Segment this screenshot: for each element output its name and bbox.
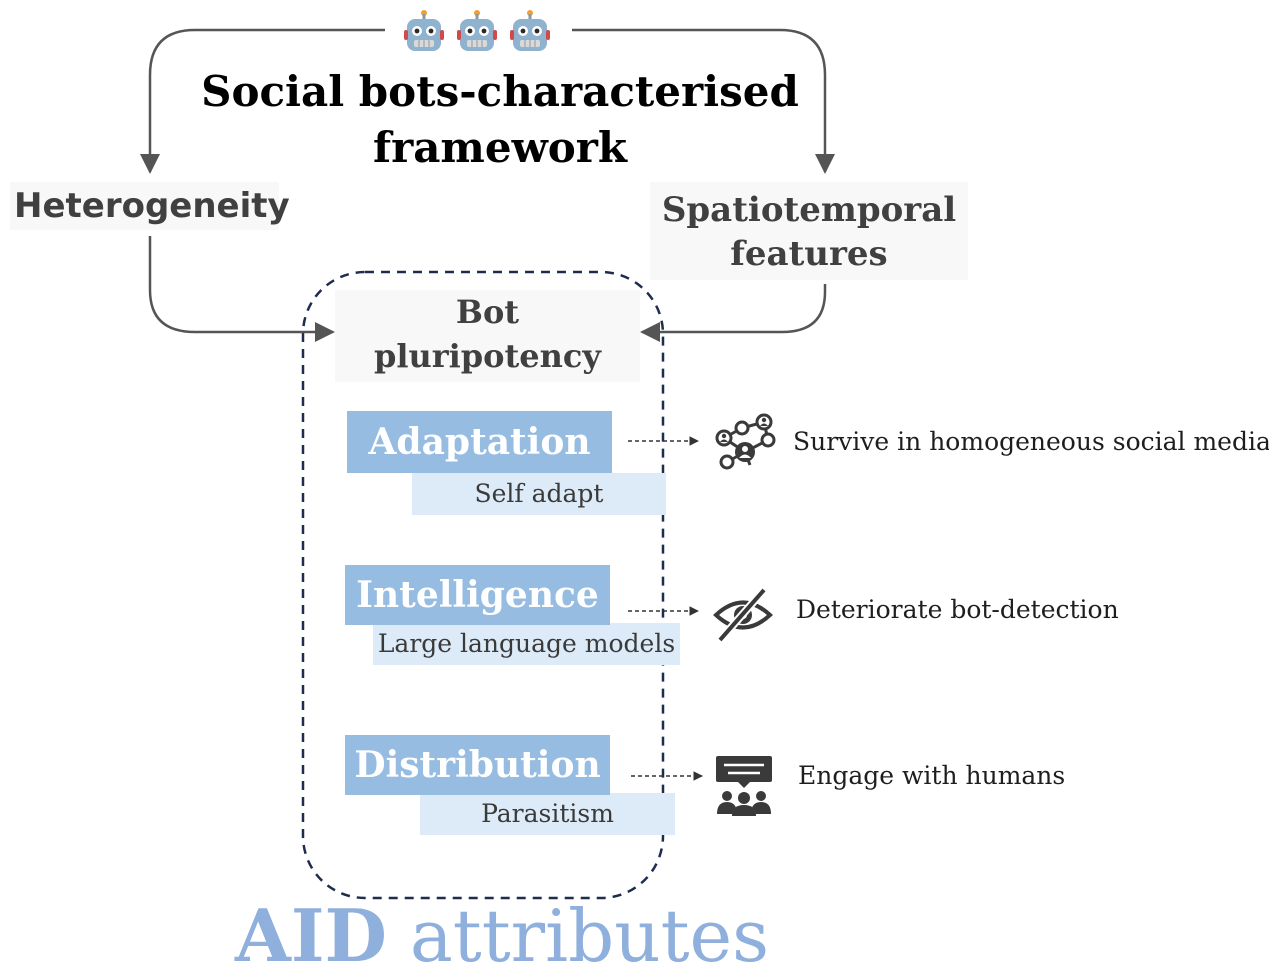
robot-icon — [404, 10, 444, 51]
pluripotency-line2: pluripotency — [373, 337, 601, 375]
aid-dashed-container — [301, 270, 665, 900]
adaptation-sub-label: Self adapt — [412, 473, 666, 515]
arrow-to-heterogeneity — [140, 28, 385, 174]
framework-title: Social bots-characterised framework — [200, 64, 800, 176]
distribution-sub-label: Parasitism — [420, 793, 675, 835]
bot-pluripotency-label: Bot pluripotency — [335, 290, 640, 382]
outcome-intelligence: Deteriorate bot-detection — [796, 595, 1119, 624]
intelligence-box: Intelligence — [345, 565, 610, 625]
arrow-heterogeneity-to-pluripotency — [148, 236, 335, 342]
robot-icon-group — [390, 6, 560, 56]
arrow-to-spatiotemporal — [572, 28, 835, 174]
distribution-box: Distribution — [345, 735, 610, 795]
footer-rest: attributes — [409, 894, 770, 978]
robot-icon — [457, 10, 497, 51]
outcome-distribution: Engage with humans — [798, 761, 1066, 790]
arrow-spatiotemporal-to-pluripotency — [640, 284, 827, 342]
audience-icon — [716, 756, 772, 816]
pluripotency-line1: Bot — [455, 293, 520, 331]
robot-icon — [510, 10, 550, 51]
outcome-adaptation: Survive in homogeneous social media — [793, 427, 1269, 456]
heterogeneity-label: Heterogeneity — [10, 182, 290, 230]
adaptation-box: Adaptation — [347, 411, 612, 473]
spatiotemporal-line2: features — [730, 234, 888, 274]
spatiotemporal-label: Spatiotemporal features — [650, 182, 968, 280]
network-icon — [715, 413, 776, 470]
spatiotemporal-line1: Spatiotemporal — [661, 190, 957, 230]
framework-title-line2: framework — [373, 123, 627, 172]
intelligence-sub-label: Large language models — [373, 623, 680, 665]
framework-title-line1: Social bots-characterised — [201, 67, 799, 116]
eye-slash-icon — [713, 587, 773, 643]
footer-bold: AID — [235, 893, 387, 978]
aid-attributes-footer: AID attributes — [235, 898, 795, 975]
